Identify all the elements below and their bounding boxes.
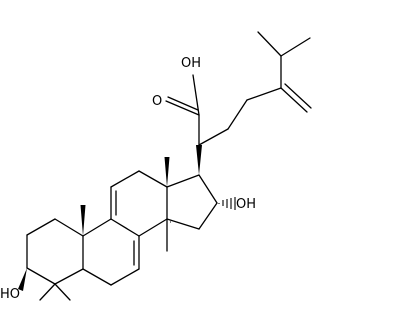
methyl-c13-wedge <box>164 157 170 187</box>
c16-hydroxyl <box>218 197 236 210</box>
label-carbonyl-o: O <box>152 94 162 109</box>
methyl-c4-a <box>39 283 56 301</box>
c17-c20-wedge <box>196 145 202 175</box>
label-c3-ho: HO <box>0 287 20 302</box>
methyl-c4-b <box>54 283 71 301</box>
label-c16-oh: OH <box>236 197 256 212</box>
c3-oh-wedge <box>18 268 27 291</box>
side-chain <box>165 31 312 175</box>
methyl-c10-wedge <box>80 205 86 236</box>
ring-b <box>82 218 140 286</box>
ring-d <box>166 174 218 230</box>
ring-c <box>110 170 168 237</box>
methyl-groups <box>39 157 170 301</box>
ring-a <box>26 218 84 285</box>
label-carboxyl-oh: OH <box>181 56 201 71</box>
c3-hydroxyl <box>18 268 27 291</box>
